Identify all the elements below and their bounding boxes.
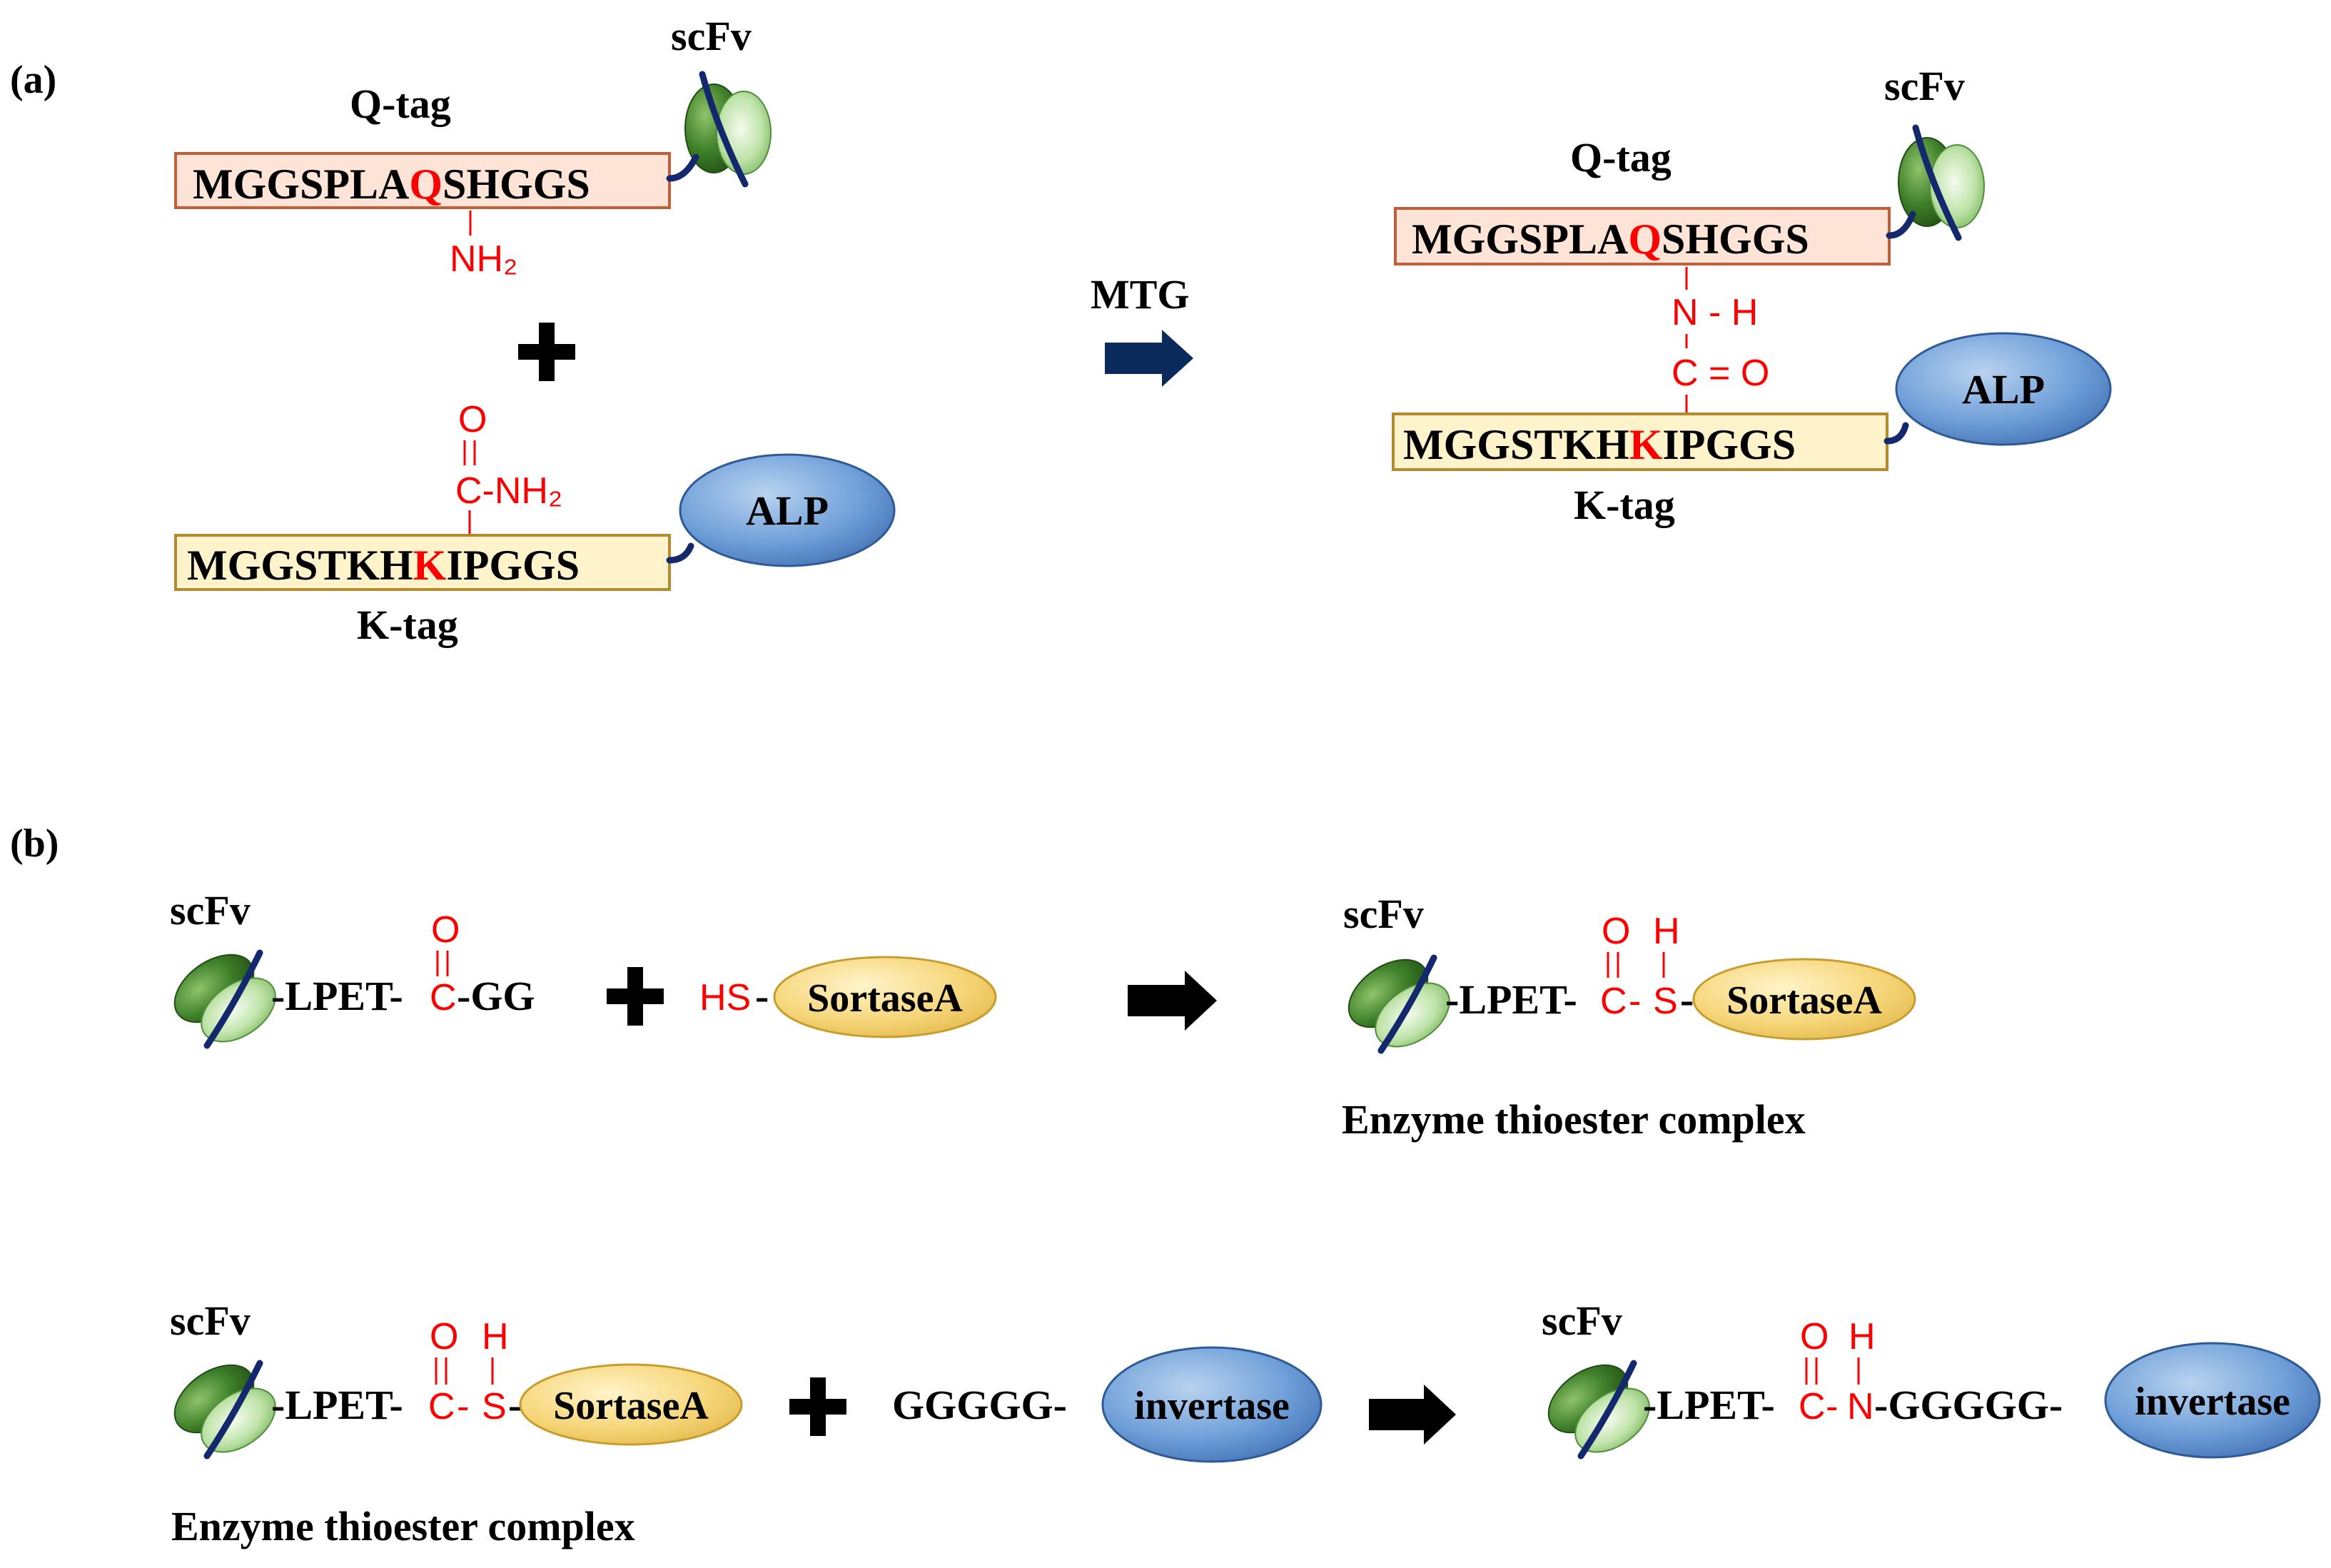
row1-product-scfv-label: scFv [1343, 891, 1424, 937]
left-alp-enzyme [679, 453, 896, 567]
right-co: C = O [1672, 353, 1769, 394]
row1-scfv [162, 941, 287, 1054]
right-qtag-box [1394, 207, 1891, 265]
row2-invertase-label: invertase [1134, 1384, 1290, 1428]
left-scfv [685, 74, 771, 184]
right-qtag-linker [1886, 211, 1916, 239]
panel-a-label: (a) [10, 58, 56, 102]
left-ktag-carbonyl-o: O [458, 399, 487, 440]
row2-s: S [482, 1386, 507, 1427]
row2-scfv-label: scFv [170, 1298, 251, 1344]
row2-product-c: C [1799, 1386, 1826, 1427]
left-qtag-linker [666, 153, 699, 182]
right-ktag-title: K-tag [1574, 482, 1675, 528]
left-ktag-linker [666, 542, 694, 564]
row2-lpet: -LPET- [271, 1382, 403, 1428]
row1-product-sortase-label: SortaseA [1726, 978, 1882, 1023]
left-qtag-box [174, 152, 671, 209]
right-ktag-linker [1883, 422, 1909, 445]
row2-plus-sign [789, 1377, 846, 1436]
row2-product-ggggg: -GGGGG- [1874, 1382, 2063, 1428]
row1-product-dash2: - [1680, 976, 1694, 1023]
row1-plus-sign [607, 967, 664, 1026]
row2-product-scfv-label: scFv [1542, 1298, 1622, 1344]
row1-scfv-label: scFv [170, 887, 251, 934]
left-plus-sign [518, 323, 575, 381]
row2-caption: Enzyme thioester complex [171, 1503, 635, 1549]
left-ktag-title: K-tag [357, 602, 458, 648]
row1-product-caption: Enzyme thioester complex [1342, 1096, 1806, 1143]
row2-scfv [162, 1351, 287, 1465]
left-alp-label: ALP [746, 487, 829, 534]
row2-product-scfv [1536, 1351, 1661, 1465]
row1-dash: - [755, 973, 769, 1019]
row1-product-o: O [1602, 911, 1630, 952]
row2-product-invertase-label: invertase [2135, 1380, 2290, 1424]
row2-dash2: - [508, 1382, 522, 1428]
left-ktag-sequence: MGGSTKHKIPGGS [187, 542, 580, 589]
row1-product-dash: - [1629, 981, 1641, 1022]
right-ktag-box [1392, 413, 1888, 471]
right-scfv-label: scFv [1884, 63, 1965, 109]
row2-product-n: N [1847, 1386, 1874, 1427]
right-qtag-title: Q-tag [1570, 134, 1672, 181]
row2-dash: - [457, 1386, 469, 1427]
left-qtag-sequence: MGGSPLAQSHGGS [193, 161, 590, 208]
row2-o: O [430, 1316, 458, 1357]
right-qtag-sequence: MGGSPLAQSHGGS [1412, 216, 1809, 263]
right-nh: N - H [1672, 292, 1758, 333]
row2-c: C [428, 1386, 455, 1427]
left-qtag-title: Q-tag [350, 81, 451, 127]
row2-product-o: O [1800, 1316, 1829, 1357]
left-amine: NH₂ [450, 238, 517, 280]
row2-product-invertase-enzyme [2104, 1342, 2321, 1459]
row1-product-h: H [1653, 911, 1680, 952]
row2-ggggg: GGGGG- [892, 1382, 1067, 1428]
row2-product-lpet: -LPET- [1643, 1382, 1775, 1428]
row1-sortase-enzyme [773, 956, 997, 1038]
row1-carbonyl-o: O [431, 909, 460, 951]
row1-product-s: S [1653, 981, 1678, 1022]
row1-lpet: -LPET- [271, 973, 403, 1019]
left-scfv-label: scFv [671, 13, 752, 59]
row1-hs: HS [699, 977, 751, 1018]
reaction-arrow [1105, 330, 1193, 387]
panel-b-label: (b) [10, 821, 59, 866]
row1-sortase-label: SortaseA [807, 976, 963, 1021]
row1-arrow [1128, 971, 1217, 1031]
row1-product-scfv [1336, 946, 1461, 1059]
row2-h: H [482, 1316, 509, 1357]
row2-product-h: H [1849, 1316, 1876, 1357]
row2-product-dash: - [1826, 1386, 1838, 1427]
row2-arrow [1369, 1385, 1456, 1445]
row2-sortase-enzyme [519, 1363, 743, 1446]
row1-product-sortase-enzyme [1692, 958, 1916, 1041]
reaction-enzyme-label: MTG [1091, 271, 1190, 318]
right-alp-enzyme [1895, 332, 2112, 446]
left-ktag-amide: C-NH₂ [455, 470, 562, 512]
row2-invertase-enzyme [1101, 1346, 1323, 1463]
right-ktag-sequence: MGGSTKHKIPGGS [1403, 421, 1796, 468]
row1-product-lpet: -LPET- [1445, 976, 1577, 1023]
right-alp-label: ALP [1962, 366, 2045, 413]
row1-gg: -GG [457, 973, 535, 1019]
row1-c: C [430, 977, 457, 1018]
row2-sortase-label: SortaseA [553, 1384, 709, 1428]
row1-product-c: C [1600, 981, 1627, 1022]
